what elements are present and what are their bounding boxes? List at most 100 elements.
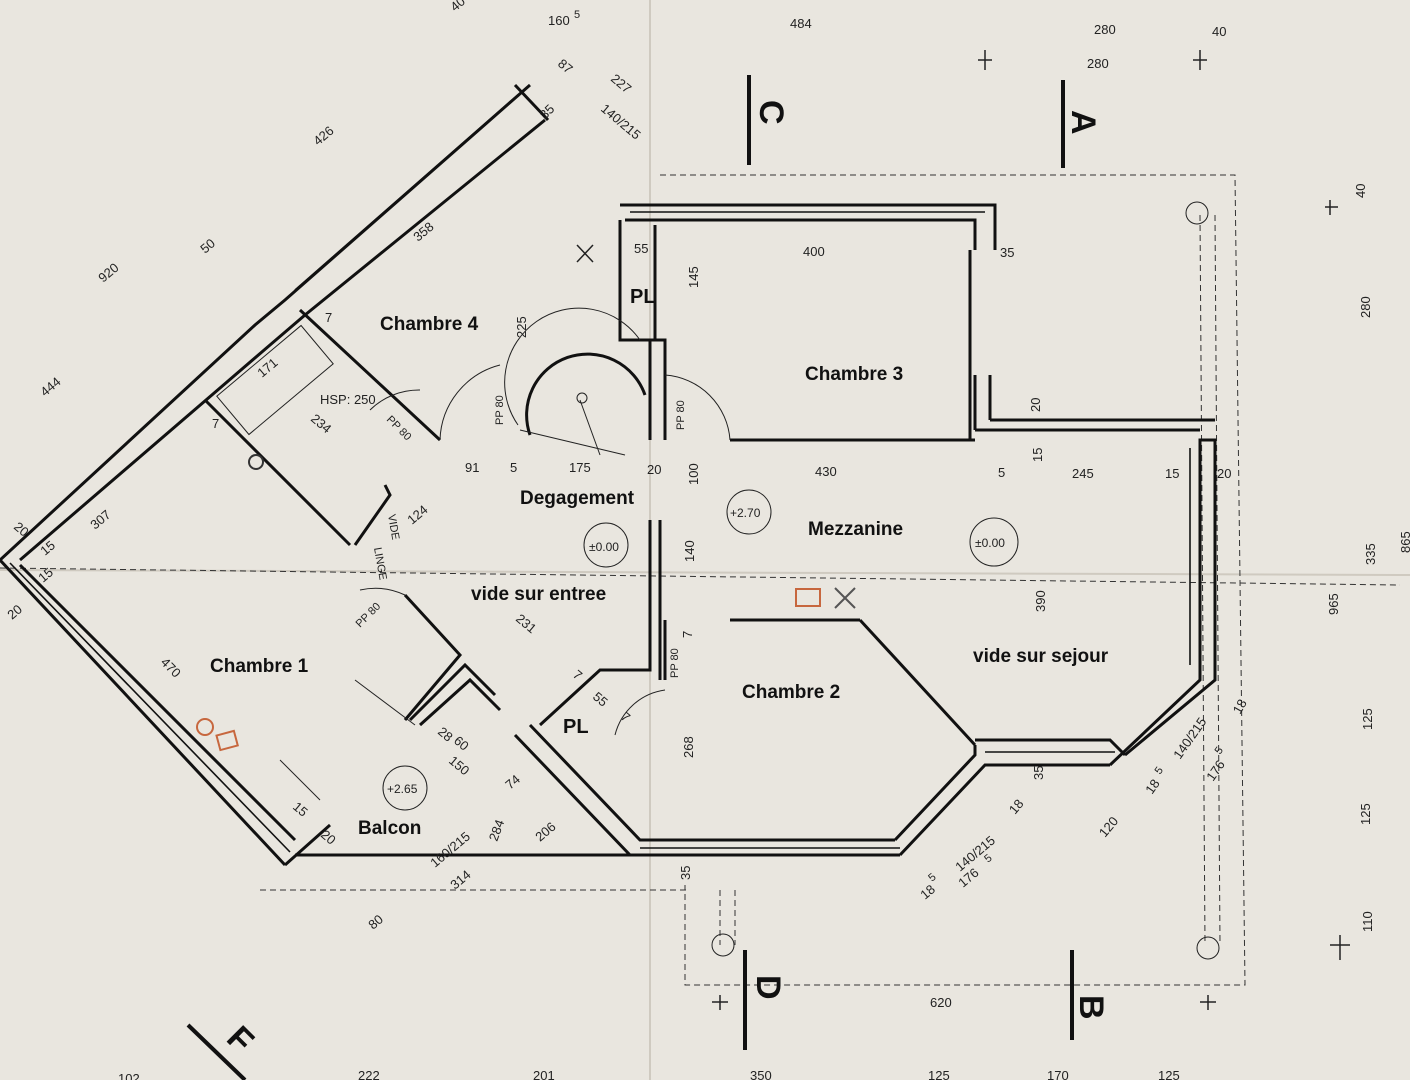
- door-label-5: PP 80: [669, 648, 681, 678]
- dim-160-5-sup: 5: [574, 9, 580, 21]
- dim-125-c: 125: [928, 1068, 950, 1080]
- room-label-chambre-2: Chambre 2: [742, 682, 840, 703]
- dim-80: 80: [365, 912, 386, 933]
- dim-18-5-b: 18: [917, 882, 938, 903]
- dim-358: 358: [410, 219, 436, 244]
- dim-18-5-a: 18: [1142, 776, 1163, 796]
- dim-245: 245: [1072, 466, 1094, 481]
- dim-444: 444: [37, 374, 63, 399]
- dim-7-a: 7: [325, 310, 332, 325]
- dim-176-5-a: 176: [1203, 757, 1228, 783]
- dim-74: 74: [502, 772, 523, 793]
- dim-865: 865: [1398, 531, 1410, 553]
- dim-125-b: 125: [1358, 803, 1373, 825]
- dim-470: 470: [158, 655, 184, 681]
- column-markers: [711, 201, 1220, 960]
- dim-20-d: 20: [11, 519, 32, 540]
- dim-160-5: 160: [548, 13, 570, 28]
- dim-18-5-a-sup: 5: [1153, 765, 1166, 777]
- dim-102: 102: [118, 1071, 140, 1080]
- dim-234: 234: [308, 411, 334, 436]
- dim-100: 100: [686, 463, 701, 485]
- door-label-3: PP 80: [384, 414, 414, 444]
- dim-40-b: 40: [1212, 24, 1226, 39]
- door-label-1: PP 80: [494, 395, 506, 425]
- dim-110: 110: [1360, 911, 1375, 932]
- dim-140-215-a: 140/215: [598, 101, 644, 143]
- spiral-staircase: [504, 307, 647, 456]
- linen-chute-label-vide: VIDE: [385, 513, 401, 540]
- dim-124: 124: [404, 502, 430, 527]
- section-f: F: [219, 1019, 261, 1061]
- dim-390: 390: [1033, 590, 1048, 612]
- level-degagement: ±0.00: [589, 540, 619, 554]
- dim-206: 206: [532, 819, 558, 844]
- ceiling-height-label: HSP: 250: [320, 392, 376, 407]
- dim-920: 920: [95, 260, 121, 285]
- level-mezzanine: +2.70: [730, 506, 761, 520]
- section-d: D: [749, 975, 787, 1000]
- dim-140-215-c: 140/215: [952, 833, 998, 875]
- dimension-ticks: [576, 50, 1350, 1010]
- dim-5-b: 5: [998, 465, 1005, 480]
- linen-chute-label-linge: LINGE: [371, 546, 389, 581]
- dim-280-a: 280: [1094, 22, 1116, 37]
- room-label-chambre-3: Chambre 3: [805, 364, 903, 385]
- dim-91: 91: [465, 460, 479, 475]
- dim-60: 60: [451, 733, 472, 754]
- section-b: B: [1072, 995, 1110, 1020]
- dim-125-a: 125: [1360, 708, 1375, 730]
- dim-18-a: 18: [1230, 696, 1250, 716]
- dim-20-c: 20: [1217, 466, 1231, 481]
- dim-7-d: 7: [570, 667, 585, 683]
- dim-20-f: 20: [318, 827, 339, 848]
- dim-7-b: 7: [212, 416, 219, 431]
- section-c: C: [752, 100, 790, 125]
- dim-284: 284: [486, 818, 508, 844]
- dim-20-e: 20: [4, 602, 25, 623]
- dim-145: 145: [686, 266, 701, 288]
- dim-227: 227: [608, 71, 634, 96]
- level-sejour: ±0.00: [975, 536, 1005, 550]
- dim-201: 201: [533, 1068, 555, 1080]
- dim-225: 225: [514, 316, 529, 338]
- room-label-balcon: Balcon: [358, 818, 421, 839]
- dim-484: 484: [790, 16, 812, 31]
- dim-280-c: 280: [1358, 296, 1373, 318]
- room-label-chambre-1: Chambre 1: [210, 656, 309, 677]
- section-a: A: [1064, 110, 1102, 135]
- dim-35-d: 35: [678, 866, 693, 880]
- section-markers: [186, 75, 1074, 1080]
- door-label-2: PP 80: [675, 400, 687, 430]
- dim-965: 965: [1326, 593, 1341, 615]
- dim-176-5-b-sup: 5: [982, 852, 994, 865]
- room-label-vide-sur-entree: vide sur entree: [471, 584, 606, 605]
- dim-15-a: 15: [1030, 448, 1045, 462]
- dim-35-c: 35: [1031, 766, 1046, 780]
- dim-18-b: 18: [1006, 796, 1027, 817]
- walls: [0, 83, 1217, 867]
- dim-170: 170: [1047, 1068, 1069, 1080]
- dim-280-b: 280: [1087, 56, 1109, 71]
- level-balcon: +2.65: [387, 782, 418, 796]
- room-label-mezzanine: Mezzanine: [808, 519, 903, 540]
- level-circles: [382, 489, 1019, 811]
- dim-140: 140: [682, 540, 697, 562]
- door-swings: [359, 364, 731, 736]
- dim-335: 335: [1363, 543, 1378, 565]
- dim-5-a: 5: [510, 460, 517, 475]
- dim-222: 222: [358, 1068, 380, 1080]
- room-label-degagement: Degagement: [520, 488, 635, 509]
- dim-160-215: 160/215: [427, 829, 473, 871]
- dim-314: 314: [447, 867, 473, 892]
- dim-15-b: 15: [1165, 466, 1179, 481]
- room-label-placard-bottom: PL: [563, 716, 589, 738]
- dim-150: 150: [446, 753, 472, 778]
- dim-171: 171: [254, 355, 280, 380]
- dim-35-a: 35: [537, 101, 558, 122]
- dim-50: 50: [197, 236, 218, 257]
- dim-35-b: 35: [1000, 245, 1014, 260]
- dim-15-e: 15: [290, 799, 311, 820]
- room-label-placard-top: PL: [630, 286, 656, 308]
